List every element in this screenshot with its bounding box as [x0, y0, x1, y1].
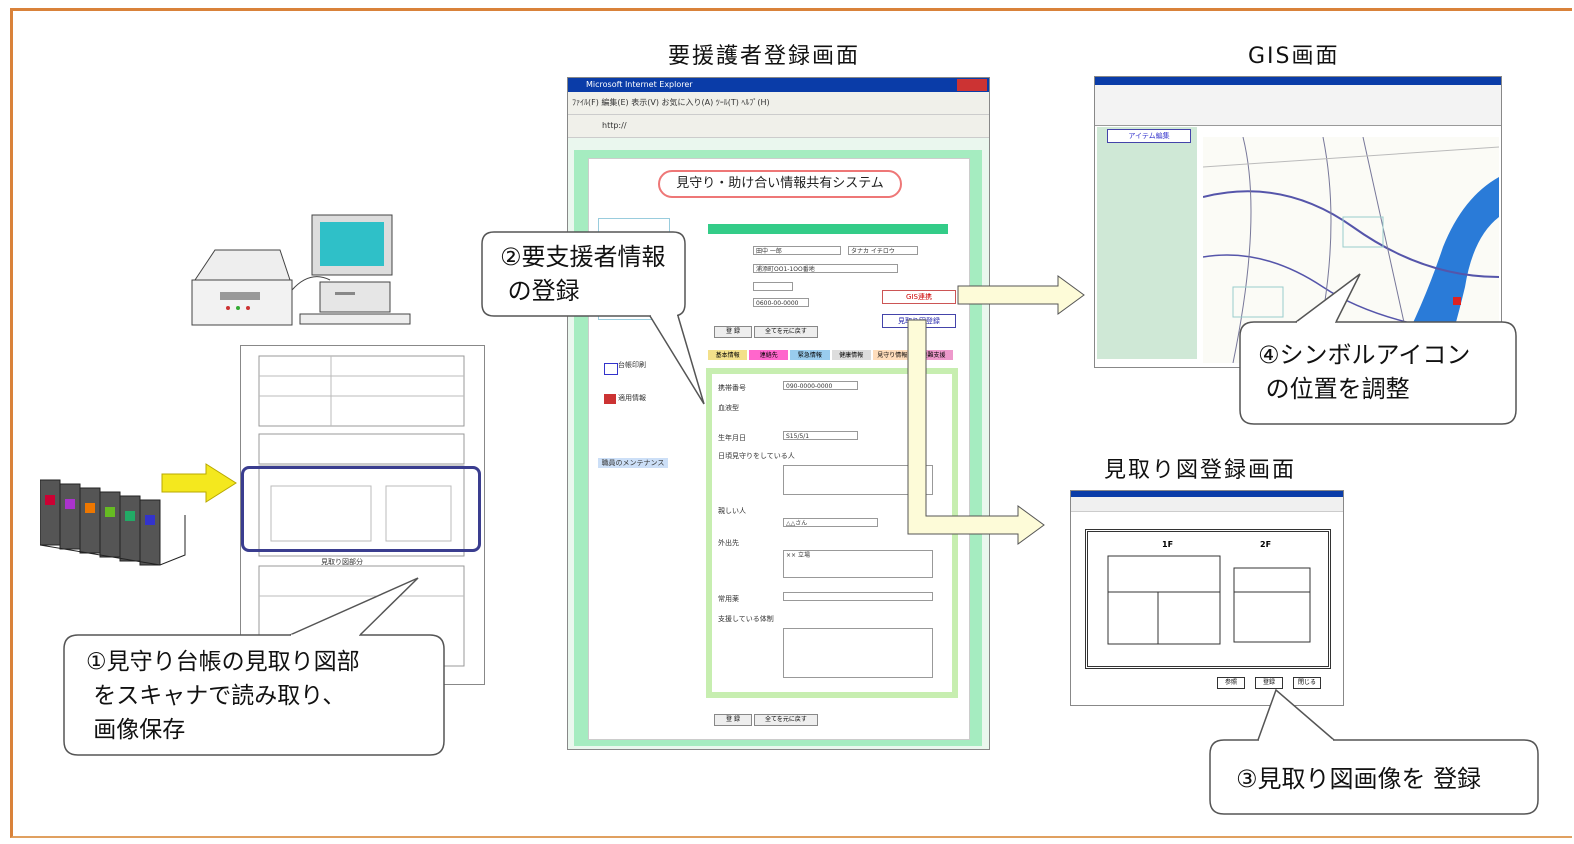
callout-step2-text: ②要支援者情報 の登録 — [500, 243, 666, 305]
map-symbol-icon — [1453, 297, 1461, 305]
register-button[interactable]: 登録 — [1255, 677, 1283, 689]
reset-button-top[interactable]: 全てを元に戻す — [754, 326, 818, 338]
name-field[interactable]: 田中 一郎 — [753, 246, 841, 255]
print-icon — [604, 363, 618, 375]
floorplan-canvas: 1F 2F — [1085, 529, 1331, 669]
label-watcher: 日頃見守りをしている人 — [718, 452, 795, 460]
section-header-bar — [708, 224, 948, 234]
tab-watch[interactable]: 見守り情報 — [872, 350, 912, 360]
scanner-pc-illustration — [191, 214, 411, 326]
floorplan-titlebar — [1071, 491, 1343, 497]
district-select[interactable] — [753, 282, 793, 291]
address-field[interactable]: 浦添町OO1-1OO番地 — [753, 264, 898, 273]
save-button-bottom[interactable]: 登 録 — [714, 714, 752, 726]
gis-titlebar — [1095, 77, 1501, 85]
kana-field[interactable]: タナカ イチロウ — [848, 246, 918, 255]
label-birthdate: 生年月日 — [718, 434, 746, 442]
floorplan-window: 1F 2F 参照 登録 閉じる — [1070, 490, 1344, 706]
side-item-status[interactable]: 適用情報 — [618, 394, 646, 402]
outing-field[interactable]: ×× 立場 — [783, 550, 933, 578]
floorplan-toolbar[interactable] — [1071, 497, 1343, 512]
scanner-icon — [191, 249, 331, 326]
tab-contact[interactable]: 連絡先 — [749, 350, 789, 360]
system-banner: 見守り・助け合い情報共有システム — [658, 170, 902, 198]
ledger-section-caption: 見取り図部分 — [321, 558, 363, 566]
side-item-maintenance[interactable]: 職員のメンテナンス — [598, 458, 668, 468]
ledger-binders-icon — [40, 479, 186, 566]
label-medicine: 常用薬 — [718, 595, 739, 603]
label-blood: 血液型 — [718, 404, 739, 412]
ie-menubar[interactable]: ﾌｧｲﾙ(F) 編集(E) 表示(V) お気に入り(A) ﾂｰﾙ(T) ﾍﾙﾌﾟ… — [568, 92, 989, 115]
tab-emergency[interactable]: 緊急情報 — [790, 350, 830, 360]
window-close-icon[interactable] — [957, 79, 987, 91]
gis-panel-title: アイテム編集 — [1107, 129, 1191, 143]
close-button[interactable]: 閉じる — [1293, 677, 1321, 689]
gis-link-button[interactable]: GIS連携 — [882, 290, 956, 304]
gis-screen-title: GIS画面 — [1248, 44, 1340, 69]
label-close-person: 親しい人 — [718, 507, 746, 515]
callout-step4-text: ④シンボルアイコン の位置を調整 — [1258, 341, 1471, 403]
registration-screen-title: 要援護者登録画面 — [668, 44, 861, 69]
tab-basic[interactable]: 基本情報 — [708, 350, 748, 360]
flow-arrows — [907, 275, 1085, 545]
tab-health[interactable]: 健康情報 — [831, 350, 871, 360]
arrow-to-floorplan-icon — [907, 319, 1045, 545]
reset-button-bottom[interactable]: 全てを元に戻す — [754, 714, 818, 726]
support-field[interactable] — [783, 628, 933, 678]
floor2-label: 2F — [1260, 540, 1272, 549]
ie-addressbar[interactable]: http:// — [568, 115, 989, 138]
floor1-label: 1F — [1162, 540, 1174, 549]
birthdate-field[interactable]: S15/5/1 — [783, 431, 858, 440]
label-mobile: 携帯番号 — [718, 384, 746, 392]
yellow-arrow-icon — [161, 463, 237, 503]
label-support: 支援している体制 — [718, 615, 774, 623]
tab-evacuation[interactable]: 避難支援 — [913, 350, 954, 360]
floorplan-screen-title: 見取り図登録画面 — [1104, 458, 1297, 483]
callout-step1-text: ①見守り台帳の見取り図部 をスキャナで読み取り、 画像保存 — [86, 649, 360, 743]
form-tabs: 基本情報 連絡先 緊急情報 健康情報 見守り情報 避難支援 — [708, 350, 954, 360]
browse-button[interactable]: 参照 — [1217, 677, 1245, 689]
side-item-ledger[interactable]: 台帳印刷 — [618, 361, 646, 369]
callout-step3-text: ③見取り図画像を 登録 — [1236, 765, 1482, 793]
phone-field[interactable]: 0600-00-0000 — [753, 298, 809, 307]
medicine-field[interactable] — [783, 592, 933, 601]
arrow-to-gis-icon — [957, 275, 1085, 315]
gis-side-panel — [1097, 127, 1197, 359]
status-icon — [604, 394, 616, 404]
close-person-field[interactable]: △△さん — [783, 518, 878, 527]
floorplan-highlight-box — [241, 466, 481, 552]
outer-frame — [10, 8, 1572, 838]
computer-icon — [299, 214, 411, 325]
gis-toolbar[interactable] — [1095, 85, 1501, 126]
save-button-top[interactable]: 登 録 — [714, 326, 752, 338]
label-outing: 外出先 — [718, 539, 739, 547]
mobile-field[interactable]: 090-0000-0000 — [783, 381, 858, 390]
ie-titlebar: Microsoft Internet Explorer — [568, 78, 989, 92]
